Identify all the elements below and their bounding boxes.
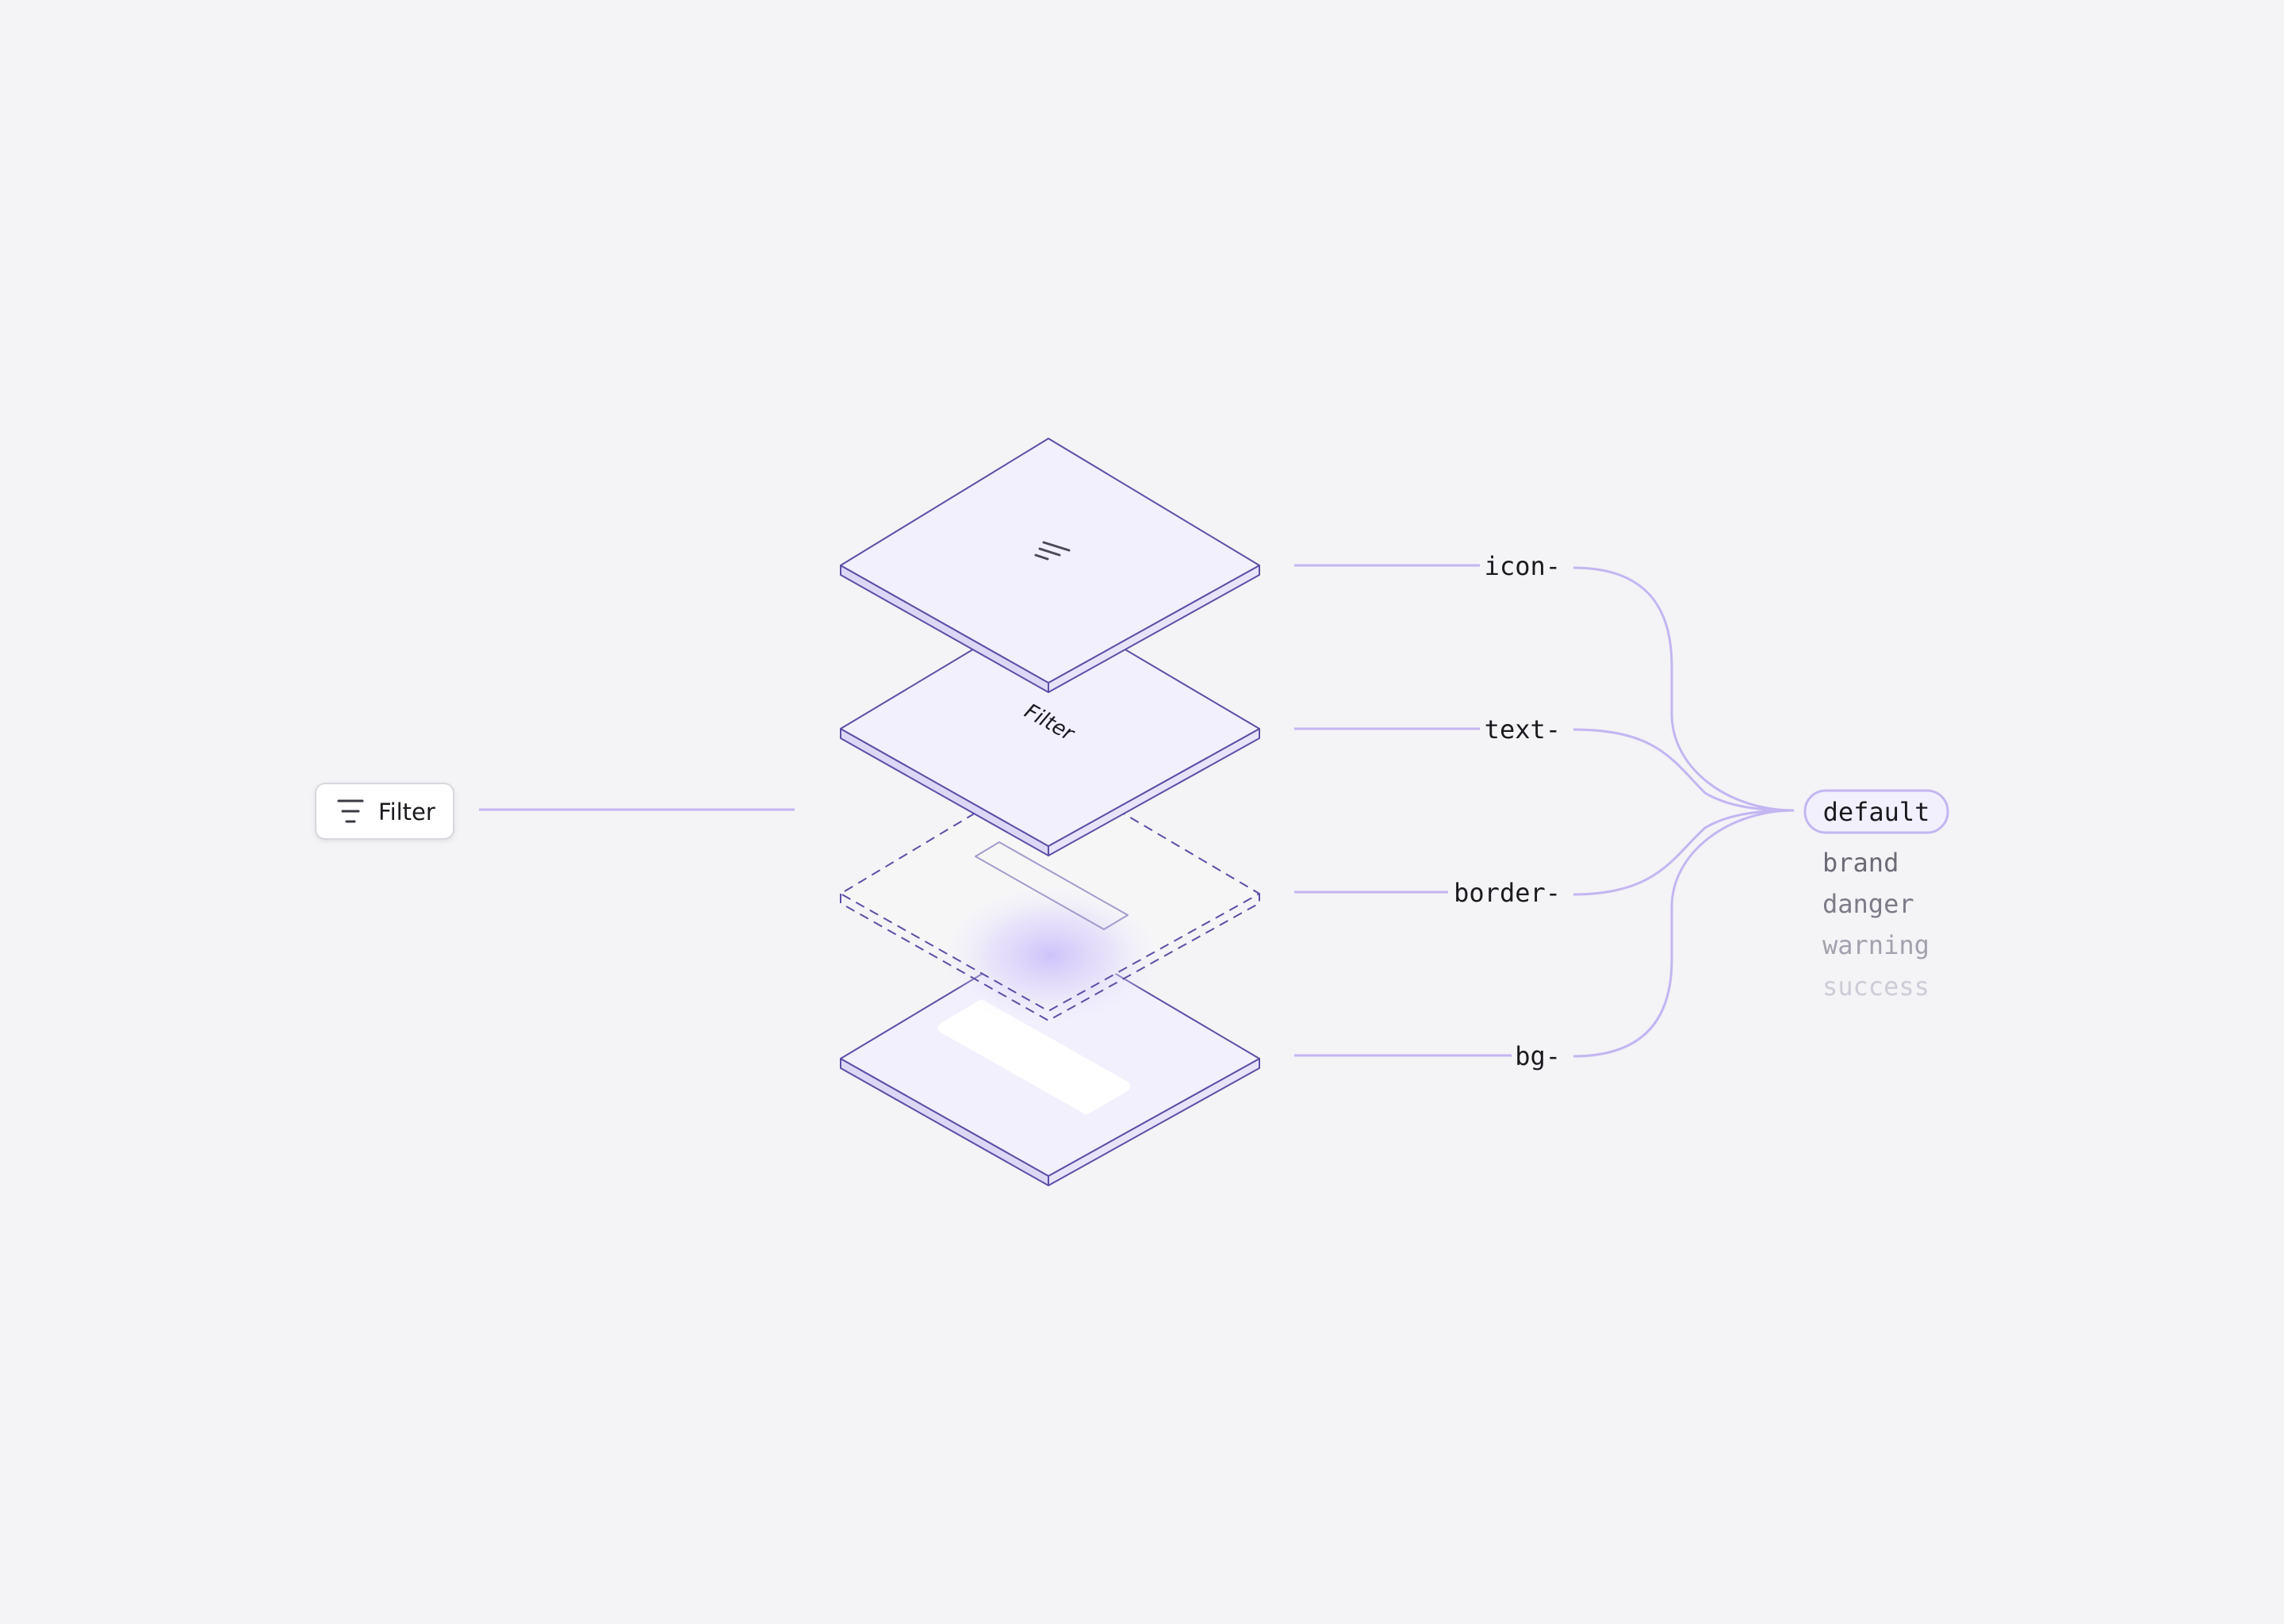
layer-border-plate xyxy=(840,768,1260,1027)
variant-option-danger[interactable]: danger xyxy=(1822,889,1914,919)
layer-text-plate xyxy=(840,603,1260,856)
filter-button-label: Filter xyxy=(378,799,435,825)
variant-option-success[interactable]: success xyxy=(1822,971,1930,1002)
variant-connectors xyxy=(1573,566,1795,1058)
layer-icon-plate xyxy=(840,438,1260,693)
variant-option-brand[interactable]: brand xyxy=(1822,848,1899,878)
label-icon: icon- xyxy=(1485,551,1561,581)
layer-bg-plate xyxy=(840,933,1260,1186)
layer-connectors xyxy=(1294,564,1512,1057)
label-border: border- xyxy=(1454,878,1561,908)
variant-selected-pill[interactable] xyxy=(1803,789,1949,834)
variant-option-warning[interactable]: warning xyxy=(1822,930,1930,960)
label-bg: bg- xyxy=(1515,1041,1561,1071)
variant-selected: default xyxy=(1823,797,1930,827)
label-text: text- xyxy=(1485,714,1561,745)
filter-lines-icon xyxy=(1034,541,1071,561)
filter-button[interactable] xyxy=(315,783,454,840)
filter-icon xyxy=(337,799,364,823)
